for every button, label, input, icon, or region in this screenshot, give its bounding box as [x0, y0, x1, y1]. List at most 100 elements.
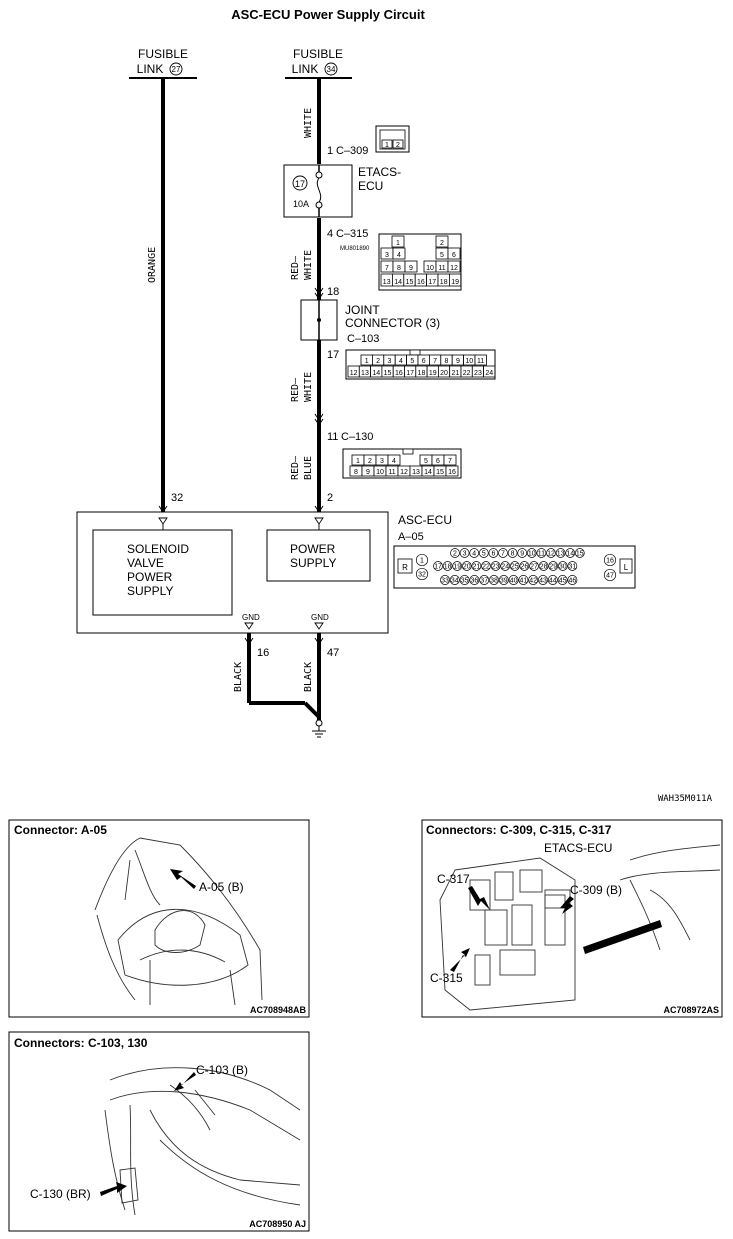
- connector-pin-label: 2: [440, 240, 444, 247]
- connector-pin-label: 16: [395, 370, 403, 377]
- connector-cell: [443, 454, 457, 466]
- svg-text:BLUE: BLUE: [303, 456, 314, 480]
- svg-text:AC708950 AJ: AC708950 AJ: [249, 1219, 306, 1229]
- svg-text:GND: GND: [311, 613, 329, 622]
- connector-pin-label: 13: [383, 279, 391, 286]
- connector-pin: [529, 561, 539, 571]
- joint-connector-3: JOINT CONNECTOR (3) C–103: [300, 299, 440, 345]
- connector-pin-label: 24: [501, 564, 509, 571]
- panel-connectors-c103-c130: Connectors: C-103, 130 C-103 (B) C-130 (…: [8, 1031, 310, 1232]
- connector-pin-label: 12: [450, 265, 458, 272]
- connector-pin-label: 16: [448, 469, 456, 476]
- connector-pin-label: 46: [569, 578, 577, 585]
- connector-pin-label: 22: [482, 564, 490, 571]
- connector-pin-label: 20: [463, 564, 471, 571]
- connector-pin: [469, 548, 480, 558]
- svg-text:JOINT: JOINT: [345, 303, 380, 317]
- svg-text:Connectors: C-309, C-315, C-31: Connectors: C-309, C-315, C-317: [426, 823, 612, 837]
- connector-pin-label: 10: [376, 469, 384, 476]
- connector-pin: [538, 561, 549, 571]
- connector-pin: [442, 561, 453, 571]
- connector-pin-label: 8: [511, 551, 515, 558]
- connector-pin: [509, 561, 520, 571]
- connector-c309-face: 1 2: [375, 125, 410, 153]
- connector-pin-label: 4: [397, 252, 401, 259]
- svg-text:16: 16: [257, 647, 269, 659]
- svg-text:BLACK: BLACK: [303, 662, 314, 692]
- svg-text:WHITE: WHITE: [303, 250, 314, 280]
- connector-pin: [478, 548, 489, 558]
- connector-pin-label: 9: [409, 265, 413, 272]
- connector-pin-label: 23: [492, 564, 500, 571]
- connector-pin-label: 37: [480, 578, 488, 585]
- connector-pin-label: 41: [520, 578, 528, 585]
- connector-pin-label: 39: [500, 578, 508, 585]
- connector-pin: [517, 548, 528, 558]
- connector-cell: [445, 465, 459, 477]
- connector-cell: [447, 247, 461, 260]
- svg-text:1: 1: [327, 145, 333, 157]
- connector-pin: [557, 575, 568, 585]
- svg-text:2: 2: [327, 492, 333, 504]
- svg-text:C-103 (B): C-103 (B): [196, 1063, 248, 1077]
- connector-pin: [507, 548, 518, 558]
- connector-pin-label: 11: [538, 551, 545, 558]
- connector-pin-label: 7: [433, 358, 437, 365]
- svg-text:ETACS-ECU: ETACS-ECU: [544, 841, 612, 855]
- connector-pin: [415, 567, 429, 581]
- connector-pin: [479, 575, 490, 585]
- wire-right: WHITE 1 C–309 4 C–315 RED– WHITE 18 17 R…: [171, 78, 373, 513]
- connector-pin-label: 15: [406, 279, 414, 286]
- connector-pin-label: 10: [528, 551, 536, 558]
- connector-pin-label: 13: [557, 551, 565, 558]
- connector-pin: [450, 548, 460, 558]
- connector-pin-label: 45: [559, 578, 567, 585]
- svg-text:POWER: POWER: [127, 570, 173, 584]
- connector-pin-label: 18: [418, 370, 426, 377]
- connector-pin-label: 13: [361, 370, 369, 377]
- connector-pin-label: 14: [372, 370, 380, 377]
- svg-text:FUSIBLE: FUSIBLE: [293, 47, 343, 61]
- svg-text:LINK: LINK: [292, 62, 319, 76]
- connector-pin-label: 14: [566, 551, 574, 558]
- svg-text:RED–: RED–: [290, 377, 301, 402]
- connector-pin: [490, 561, 501, 571]
- connector-pin: [488, 548, 499, 558]
- connector-cell: [404, 260, 418, 273]
- connector-pin-label: 6: [422, 358, 426, 365]
- svg-text:27: 27: [172, 65, 181, 74]
- connector-pin: [459, 575, 470, 585]
- connector-pin: [538, 575, 548, 585]
- connector-pin-label: 19: [453, 564, 461, 571]
- connector-pin-label: 21: [451, 370, 459, 377]
- connector-pin-label: 8: [397, 265, 401, 272]
- diagram-code: WAH35M011A: [658, 794, 713, 804]
- connector-pin: [518, 575, 529, 585]
- connector-pin-label: 12: [547, 551, 555, 558]
- connector-pin-label: 5: [440, 252, 444, 259]
- connector-pin-label: 16: [606, 558, 614, 565]
- connector-pin-label: 36: [471, 578, 479, 585]
- connector-pin-label: 9: [456, 358, 460, 365]
- svg-text:BLACK: BLACK: [233, 662, 244, 692]
- svg-text:A–05: A–05: [398, 531, 424, 543]
- connector-pin: [471, 561, 482, 571]
- connector-pin-label: 5: [482, 551, 486, 558]
- connector-pin-label: 1: [365, 358, 369, 365]
- connector-pin-label: 11: [388, 469, 395, 476]
- connector-pin: [481, 561, 491, 571]
- connector-cell: [435, 235, 449, 248]
- connector-cell: [392, 247, 406, 260]
- svg-text:LINK: LINK: [137, 62, 164, 76]
- svg-text:C-315: C-315: [430, 971, 463, 985]
- svg-text:POWER: POWER: [290, 542, 336, 556]
- svg-text:WHITE: WHITE: [303, 372, 314, 402]
- connector-cell: [387, 454, 401, 466]
- connector-pin: [500, 561, 511, 571]
- connector-pin-label: 17: [428, 279, 436, 286]
- connector-pin-label: 16: [417, 279, 425, 286]
- connector-pin-label: 3: [463, 551, 467, 558]
- connector-pin: [603, 568, 617, 582]
- svg-text:18: 18: [327, 286, 339, 298]
